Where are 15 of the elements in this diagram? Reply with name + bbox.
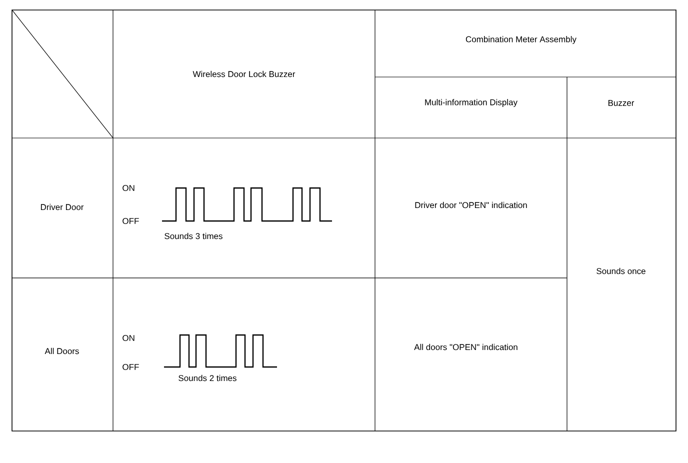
level-label: OFF: [122, 364, 139, 370]
column-header: Combination Meter Assembly: [466, 36, 576, 44]
row-header: Driver Door: [40, 204, 84, 210]
cell-text: Driver door "OPEN" indication: [415, 202, 527, 208]
level-label: OFF: [122, 218, 139, 224]
level-label: ON: [122, 334, 134, 341]
waveform-caption: Sounds 2 times: [178, 374, 236, 382]
waveform-caption: Sounds 3 times: [164, 232, 222, 240]
row-header: All Doors: [44, 348, 79, 354]
cell-text: All doors "OPEN" indication: [414, 344, 518, 350]
column-header: Buzzer: [608, 100, 634, 106]
level-label: ON: [122, 185, 134, 191]
column-header: Wireless Door Lock Buzzer: [192, 70, 296, 78]
column-header: Multi-information Display: [425, 99, 518, 107]
cell-text: Sounds once: [596, 268, 646, 274]
